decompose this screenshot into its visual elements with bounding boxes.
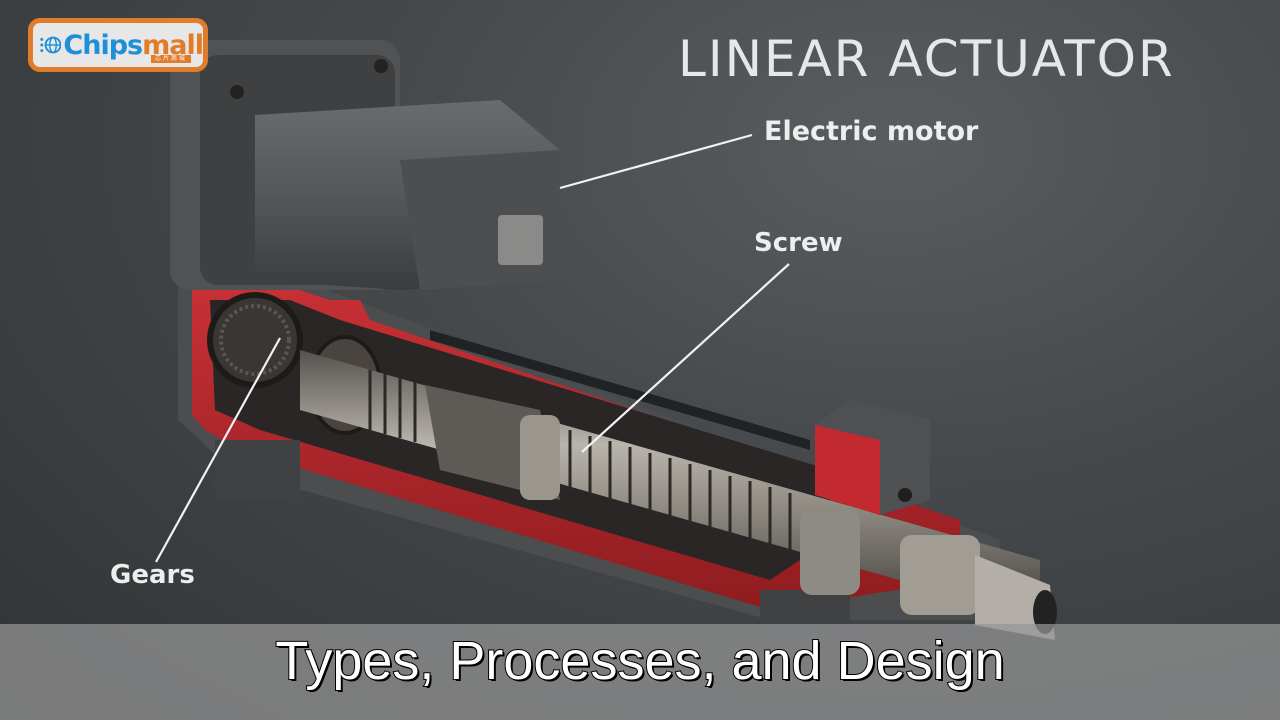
globe-circuit-icon: [40, 36, 62, 54]
lead-screw: [300, 350, 1057, 640]
screw-leader-line: [581, 263, 790, 453]
leader-lines: [155, 133, 790, 563]
electric-motor: [170, 40, 570, 290]
label-gears: Gears: [110, 560, 195, 590]
page-title: LINEAR ACTUATOR: [678, 30, 1175, 88]
label-screw: Screw: [754, 228, 843, 258]
caption-band: [0, 624, 1280, 720]
chipsmall-logo: Chipsmall 芯片商城: [28, 18, 208, 72]
gears-leader-line: [155, 337, 281, 563]
caption-subtitle: Types, Processes, and Design: [274, 630, 1005, 692]
logo-brand-part2: mall: [142, 29, 204, 61]
end-block: [815, 400, 930, 515]
label-electric-motor: Electric motor: [764, 116, 979, 147]
logo-tagline: 芯片商城: [150, 55, 191, 63]
motor-leader-line: [559, 133, 753, 190]
logo-brand-part1: Chips: [63, 29, 143, 61]
